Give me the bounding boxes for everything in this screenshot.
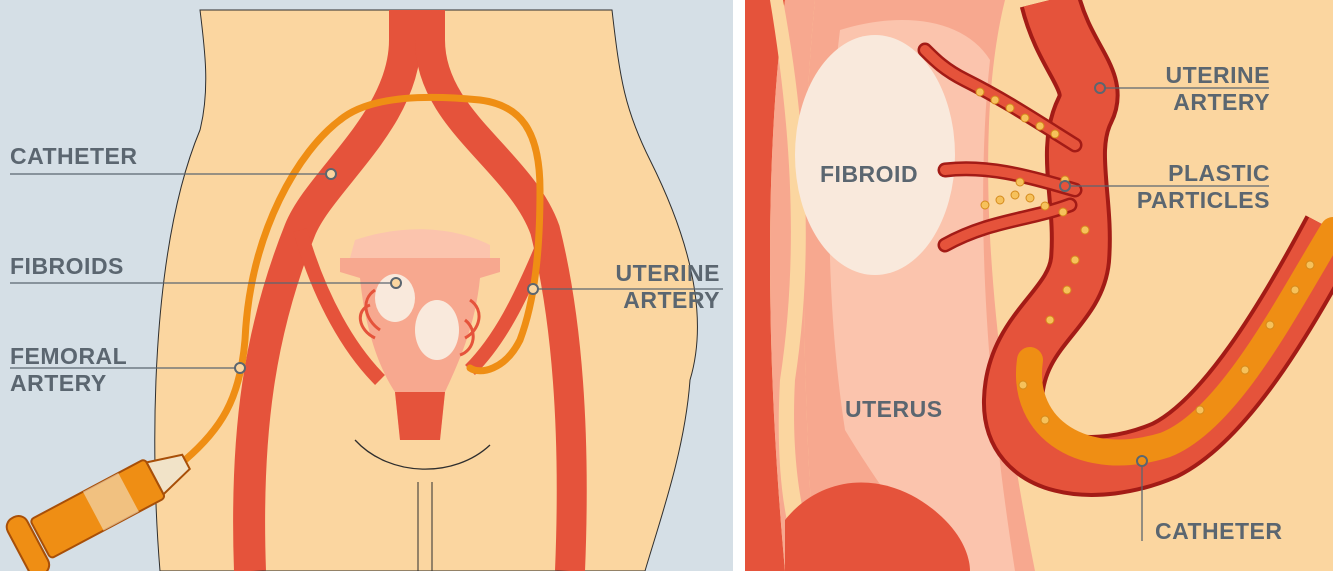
label-femoral-artery-line1: FEMORAL bbox=[10, 343, 127, 370]
particle bbox=[976, 88, 984, 96]
catheter-marker bbox=[326, 169, 336, 179]
particle bbox=[1306, 261, 1314, 269]
label-uterine-artery-right-line2: ARTERY bbox=[1166, 89, 1270, 116]
particle bbox=[1063, 286, 1071, 294]
particle bbox=[1041, 416, 1049, 424]
label-uterine-artery-line1: UTERINE bbox=[616, 260, 720, 287]
particle bbox=[1016, 178, 1024, 186]
particle bbox=[1046, 316, 1054, 324]
particle bbox=[1036, 122, 1044, 130]
particle bbox=[1006, 104, 1014, 112]
label-uterine-artery-right-line1: UTERINE bbox=[1166, 62, 1270, 89]
femoral-artery-marker bbox=[235, 363, 245, 373]
particle bbox=[1071, 256, 1079, 264]
particle bbox=[1021, 114, 1029, 122]
particle bbox=[1241, 366, 1249, 374]
particle bbox=[1059, 208, 1067, 216]
particle bbox=[1011, 191, 1019, 199]
particle bbox=[1026, 194, 1034, 202]
catheter-marker-right bbox=[1137, 456, 1147, 466]
particle bbox=[981, 201, 989, 209]
label-plastic-particles: PLASTIC PARTICLES bbox=[1137, 160, 1270, 214]
pelvis-panel: CATHETER FIBROIDS FEMORAL ARTERY UTERINE… bbox=[0, 0, 733, 571]
cervix bbox=[395, 392, 445, 440]
particle bbox=[1041, 202, 1049, 210]
particle bbox=[996, 196, 1004, 204]
particle bbox=[991, 96, 999, 104]
uterus-closeup-panel: UTERINE ARTERY FIBROID PLASTIC PARTICLES… bbox=[745, 0, 1333, 571]
label-plastic-particles-line1: PLASTIC bbox=[1137, 160, 1270, 187]
uterine-artery-marker bbox=[528, 284, 538, 294]
label-uterine-artery-line2: ARTERY bbox=[616, 287, 720, 314]
label-catheter: CATHETER bbox=[10, 143, 138, 170]
particle bbox=[1051, 130, 1059, 138]
label-uterine-artery-left: UTERINE ARTERY bbox=[616, 260, 720, 314]
uterine-artery-marker-right bbox=[1095, 83, 1105, 93]
particle bbox=[1266, 321, 1274, 329]
label-fibroid: FIBROID bbox=[820, 161, 918, 188]
label-fibroids: FIBROIDS bbox=[10, 253, 124, 280]
fibroid-large bbox=[415, 300, 459, 360]
label-uterus: UTERUS bbox=[845, 396, 943, 423]
fibroid-shape bbox=[795, 35, 955, 275]
label-catheter-right: CATHETER bbox=[1155, 518, 1283, 545]
label-plastic-particles-line2: PARTICLES bbox=[1137, 187, 1270, 214]
particles-marker bbox=[1060, 181, 1070, 191]
label-uterine-artery-right: UTERINE ARTERY bbox=[1166, 62, 1270, 116]
particle bbox=[1196, 406, 1204, 414]
particle bbox=[1019, 381, 1027, 389]
fibroids-marker bbox=[391, 278, 401, 288]
particle bbox=[1081, 226, 1089, 234]
label-femoral-artery: FEMORAL ARTERY bbox=[10, 343, 127, 397]
label-femoral-artery-line2: ARTERY bbox=[10, 370, 127, 397]
particle bbox=[1291, 286, 1299, 294]
